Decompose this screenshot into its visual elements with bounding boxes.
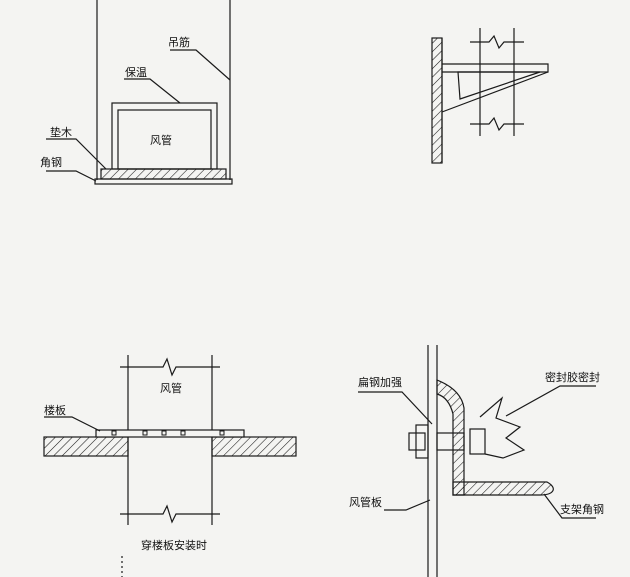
label-hanger-bar: 吊筋 — [168, 36, 190, 49]
bracket-gusset — [457, 71, 541, 100]
sealant-break — [479, 396, 526, 459]
bolt-nut — [415, 424, 429, 459]
support-angle-steel — [452, 481, 554, 496]
leader-floor-slab — [44, 416, 101, 432]
break-top — [120, 357, 220, 377]
label-wood-pad: 垫木 — [50, 126, 72, 139]
diagram-hanger-duct — [46, 0, 233, 185]
label-duct-panel: 风管板 — [349, 496, 382, 509]
mounting-plate — [95, 429, 245, 438]
wall — [431, 37, 443, 164]
break-bottom — [470, 116, 524, 132]
label-flat-steel-reinforcement: 扁钢加强 — [358, 376, 402, 389]
bracket-arm-top — [442, 63, 549, 73]
leader-angle-steel — [46, 170, 97, 182]
leader-wood-pad — [46, 138, 107, 170]
caption-through-floor: 穿楼板安装时 — [141, 539, 207, 552]
bolt-shank — [436, 432, 465, 451]
bolt-head-left — [408, 432, 426, 451]
leader-flat-steel — [358, 391, 433, 425]
leader-support-angle — [543, 493, 596, 519]
label-duct-through-slab: 风管 — [160, 382, 182, 395]
plate-bolts — [111, 430, 225, 436]
bolt-end — [469, 428, 486, 455]
label-insulation: 保温 — [125, 66, 147, 79]
leader-insulation — [124, 78, 181, 104]
leader-hanger-bar — [170, 49, 231, 81]
floor-slab-left — [43, 436, 129, 457]
bracket-brace — [441, 71, 549, 113]
floor-slab-right — [211, 436, 297, 457]
flat-steel-reinforcement — [436, 379, 465, 496]
diagram-panel-joint — [358, 345, 596, 577]
label-duct: 风管 — [150, 134, 172, 147]
label-floor-slab: 楼板 — [44, 404, 66, 417]
break-top — [470, 34, 524, 50]
angle-steel-bar — [94, 178, 233, 185]
label-support-angle-steel: 支架角钢 — [560, 503, 604, 516]
leader-sealant — [505, 385, 596, 417]
label-angle-steel: 角钢 — [40, 156, 62, 169]
leader-duct-panel — [384, 499, 431, 511]
label-sealant-seal: 密封胶密封 — [545, 371, 600, 384]
break-bottom — [120, 504, 220, 524]
diagram-floor-penetration — [43, 355, 297, 577]
wood-pad — [100, 168, 227, 180]
diagram-wall-bracket — [431, 28, 549, 164]
